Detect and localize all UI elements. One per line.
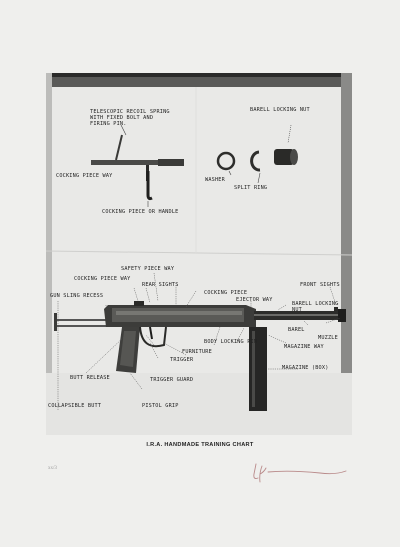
label-ejector-way: EJECTOR WAY: [236, 297, 273, 303]
label-pistol-grip: PISTOL GRIP: [142, 403, 179, 409]
label-safety-piece-way: SAFETY PIECE WAY: [121, 266, 175, 272]
label-body-locking-pin: BODY LOCKING PIN: [204, 339, 258, 345]
label-rear-sights: REAR SIGHTS: [142, 282, 179, 288]
label-barrel: BAREL: [288, 327, 305, 333]
label-split-ring: SPLIT RING: [234, 185, 268, 191]
label-cocking-piece: COCKING PIECE: [204, 290, 248, 296]
label-barrel-locking-nut: BARELL LOCKING NUT: [292, 301, 339, 313]
label-trigger: TRIGGER: [170, 357, 194, 363]
label-magazine-way: MAGAZINE WAY: [284, 344, 324, 350]
label-front-sights: FRONT SIGHTS: [300, 282, 340, 288]
training-chart-plate: TELESCOPIC RECOIL SPRING WITH FIXED BOLT…: [46, 73, 352, 435]
label-butt-release: BUTT RELEASE: [70, 375, 110, 381]
chart-photograph: [46, 73, 352, 435]
label-gun-sling-recess: GUN SLING RECESS: [50, 293, 104, 299]
label-muzzle: MUZZLE: [318, 335, 338, 341]
label-cocking-piece-or-handle: COCKING PIECE OR HANDLE: [102, 209, 179, 215]
label-barrel-locking-nut-top: BARELL LOCKING NUT: [250, 107, 310, 113]
label-cocking-piece-way: COCKING PIECE WAY: [74, 276, 131, 282]
label-furniture: FURNITURE: [182, 349, 212, 355]
label-magazine-box: MAGAZINE (BOX): [282, 365, 329, 371]
label-washer: WASHER: [205, 177, 225, 183]
edition-number: xx/3: [48, 466, 57, 471]
label-cocking-piece-way-top: COCKING PIECE WAY: [56, 173, 113, 179]
artist-signature: [253, 463, 347, 483]
label-trigger-guard: TRIGGER GUARD: [150, 377, 194, 383]
label-collapsible-butt: COLLAPSIBLE BUTT: [48, 403, 102, 409]
chart-caption: I.R.A. HANDMADE TRAINING CHART: [146, 442, 254, 448]
label-telescopic-recoil-spring: TELESCOPIC RECOIL SPRING WITH FIXED BOLT…: [90, 109, 170, 127]
